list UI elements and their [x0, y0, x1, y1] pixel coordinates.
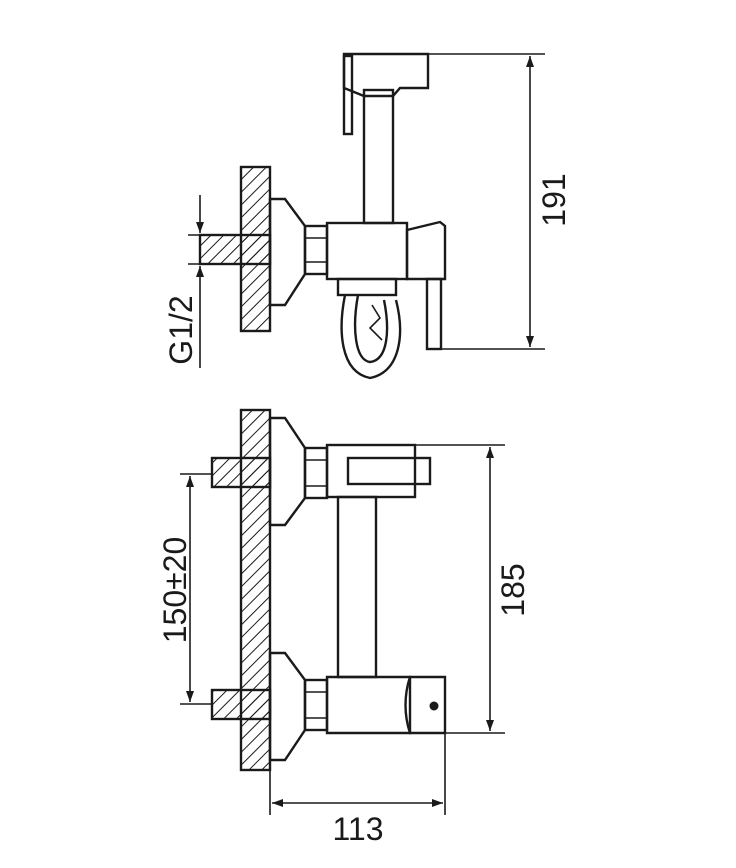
escutcheon-lower: [268, 651, 307, 762]
hose-inner: [353, 294, 389, 364]
shower-holder: [342, 52, 430, 98]
dim-191-label: 191: [536, 173, 572, 226]
dim-height-front: 185: [415, 444, 531, 734]
escutcheon-upper: [268, 416, 307, 527]
pipe-stub-upper: [210, 456, 272, 489]
dim-113-label: 113: [332, 811, 383, 847]
holder-bracket: [325, 443, 417, 499]
lever-handle: [425, 277, 443, 351]
hex-nut-lower: [303, 678, 329, 732]
holder-stem: [362, 88, 395, 225]
dim-150-label: 150±20: [157, 537, 193, 644]
vertical-tube: [336, 495, 378, 679]
dim-185-label: 185: [495, 563, 531, 616]
hose-break: [368, 304, 383, 341]
dim-width: 113: [269, 733, 446, 847]
dim-spacing: 150±20: [157, 473, 212, 705]
dim-thread: G1/2: [163, 195, 215, 368]
hex-nut-upper: [303, 446, 329, 500]
holder-clip: [342, 54, 354, 136]
hex-nut: [303, 224, 329, 276]
upper-view: 191 G1/2: [163, 52, 572, 380]
dim-height-top: 191: [428, 53, 572, 350]
dim-g12-label: G1/2: [163, 295, 199, 364]
escutcheon: [268, 197, 307, 307]
mixer-body: [325, 675, 412, 735]
pipe-stub: [198, 233, 272, 266]
handle-base: [405, 220, 447, 281]
mixer-cap: [404, 675, 447, 735]
hose-outer: [340, 294, 402, 380]
hose-connector: [336, 277, 398, 297]
lower-view: 185 150±20 113: [157, 408, 531, 847]
pipe-stub-lower: [210, 688, 272, 721]
holder-arm: [346, 456, 432, 486]
indicator-dot: [429, 701, 439, 711]
valve-body: [325, 221, 409, 281]
